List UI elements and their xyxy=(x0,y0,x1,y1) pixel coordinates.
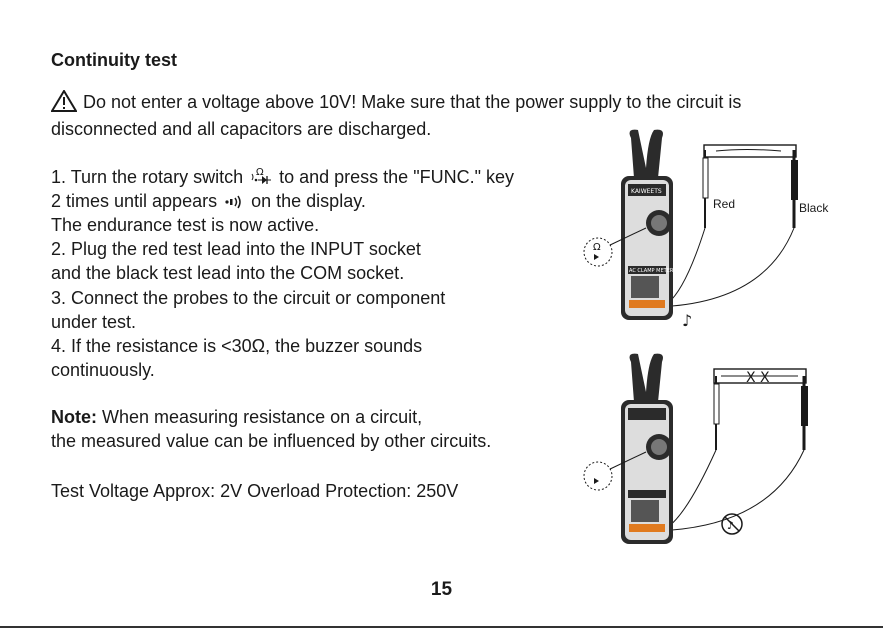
step3-line1: 3. Connect the probes to the circuit or … xyxy=(51,288,446,308)
note-label: Note: xyxy=(51,407,97,427)
warning-text: Do not enter a voltage above 10V! Make s… xyxy=(83,92,742,112)
step1-line3: The endurance test is now active. xyxy=(51,215,320,235)
svg-text:♪: ♪ xyxy=(727,519,734,532)
step1-line: 1. Turn the rotary switch Ω to and press… xyxy=(51,167,514,187)
warning-line: Do not enter a voltage above 10V! Make s… xyxy=(50,89,742,113)
meter-brand: KAIWEETS xyxy=(631,188,662,195)
continuity-symbol-icon: Ω xyxy=(251,167,272,184)
dial-symbol: Ω xyxy=(593,242,601,253)
note-line2: the measured value can be influenced by … xyxy=(51,431,492,451)
note-line: Note: When measuring resistance on a cir… xyxy=(51,406,422,428)
warning-text-cont: disconnected and all capacitors are disc… xyxy=(51,119,432,139)
buzzer-icon xyxy=(225,195,241,209)
step1-line2: 2 times until appears on the display. xyxy=(51,191,366,211)
beep-note-icon: ♪ xyxy=(682,311,692,328)
no-sound-icon: ♪ xyxy=(721,513,743,535)
red-probe-label: Red xyxy=(713,197,735,211)
step4-line2: continuously. xyxy=(51,360,155,380)
svg-text:Ω: Ω xyxy=(256,167,264,178)
specs-line: Test Voltage Approx: 2V Overload Protect… xyxy=(51,481,459,501)
page-heading: Continuity test xyxy=(51,50,177,70)
figure-continuity-beep: Red Black KAIWEETS AC CLAMP METER Ω ♪ xyxy=(583,129,829,328)
page-number: 15 xyxy=(430,579,453,600)
step2-line1: 2. Plug the red test lead into the INPUT… xyxy=(51,239,421,259)
note-text: When measuring resistance on a circuit, xyxy=(102,407,423,427)
black-probe-label: Black xyxy=(799,201,829,215)
bottom-rule xyxy=(0,626,883,628)
step4-line1: 4. If the resistance is <30Ω, the buzzer… xyxy=(51,336,423,356)
warning-triangle-icon xyxy=(50,89,78,112)
figure-continuity-open: X X ♪ xyxy=(583,353,808,544)
break-mark: X X xyxy=(746,370,770,386)
step3-line2: under test. xyxy=(51,312,137,332)
meter-model: AC CLAMP METER xyxy=(629,268,674,274)
step2-line2: and the black test lead into the COM soc… xyxy=(51,263,405,283)
